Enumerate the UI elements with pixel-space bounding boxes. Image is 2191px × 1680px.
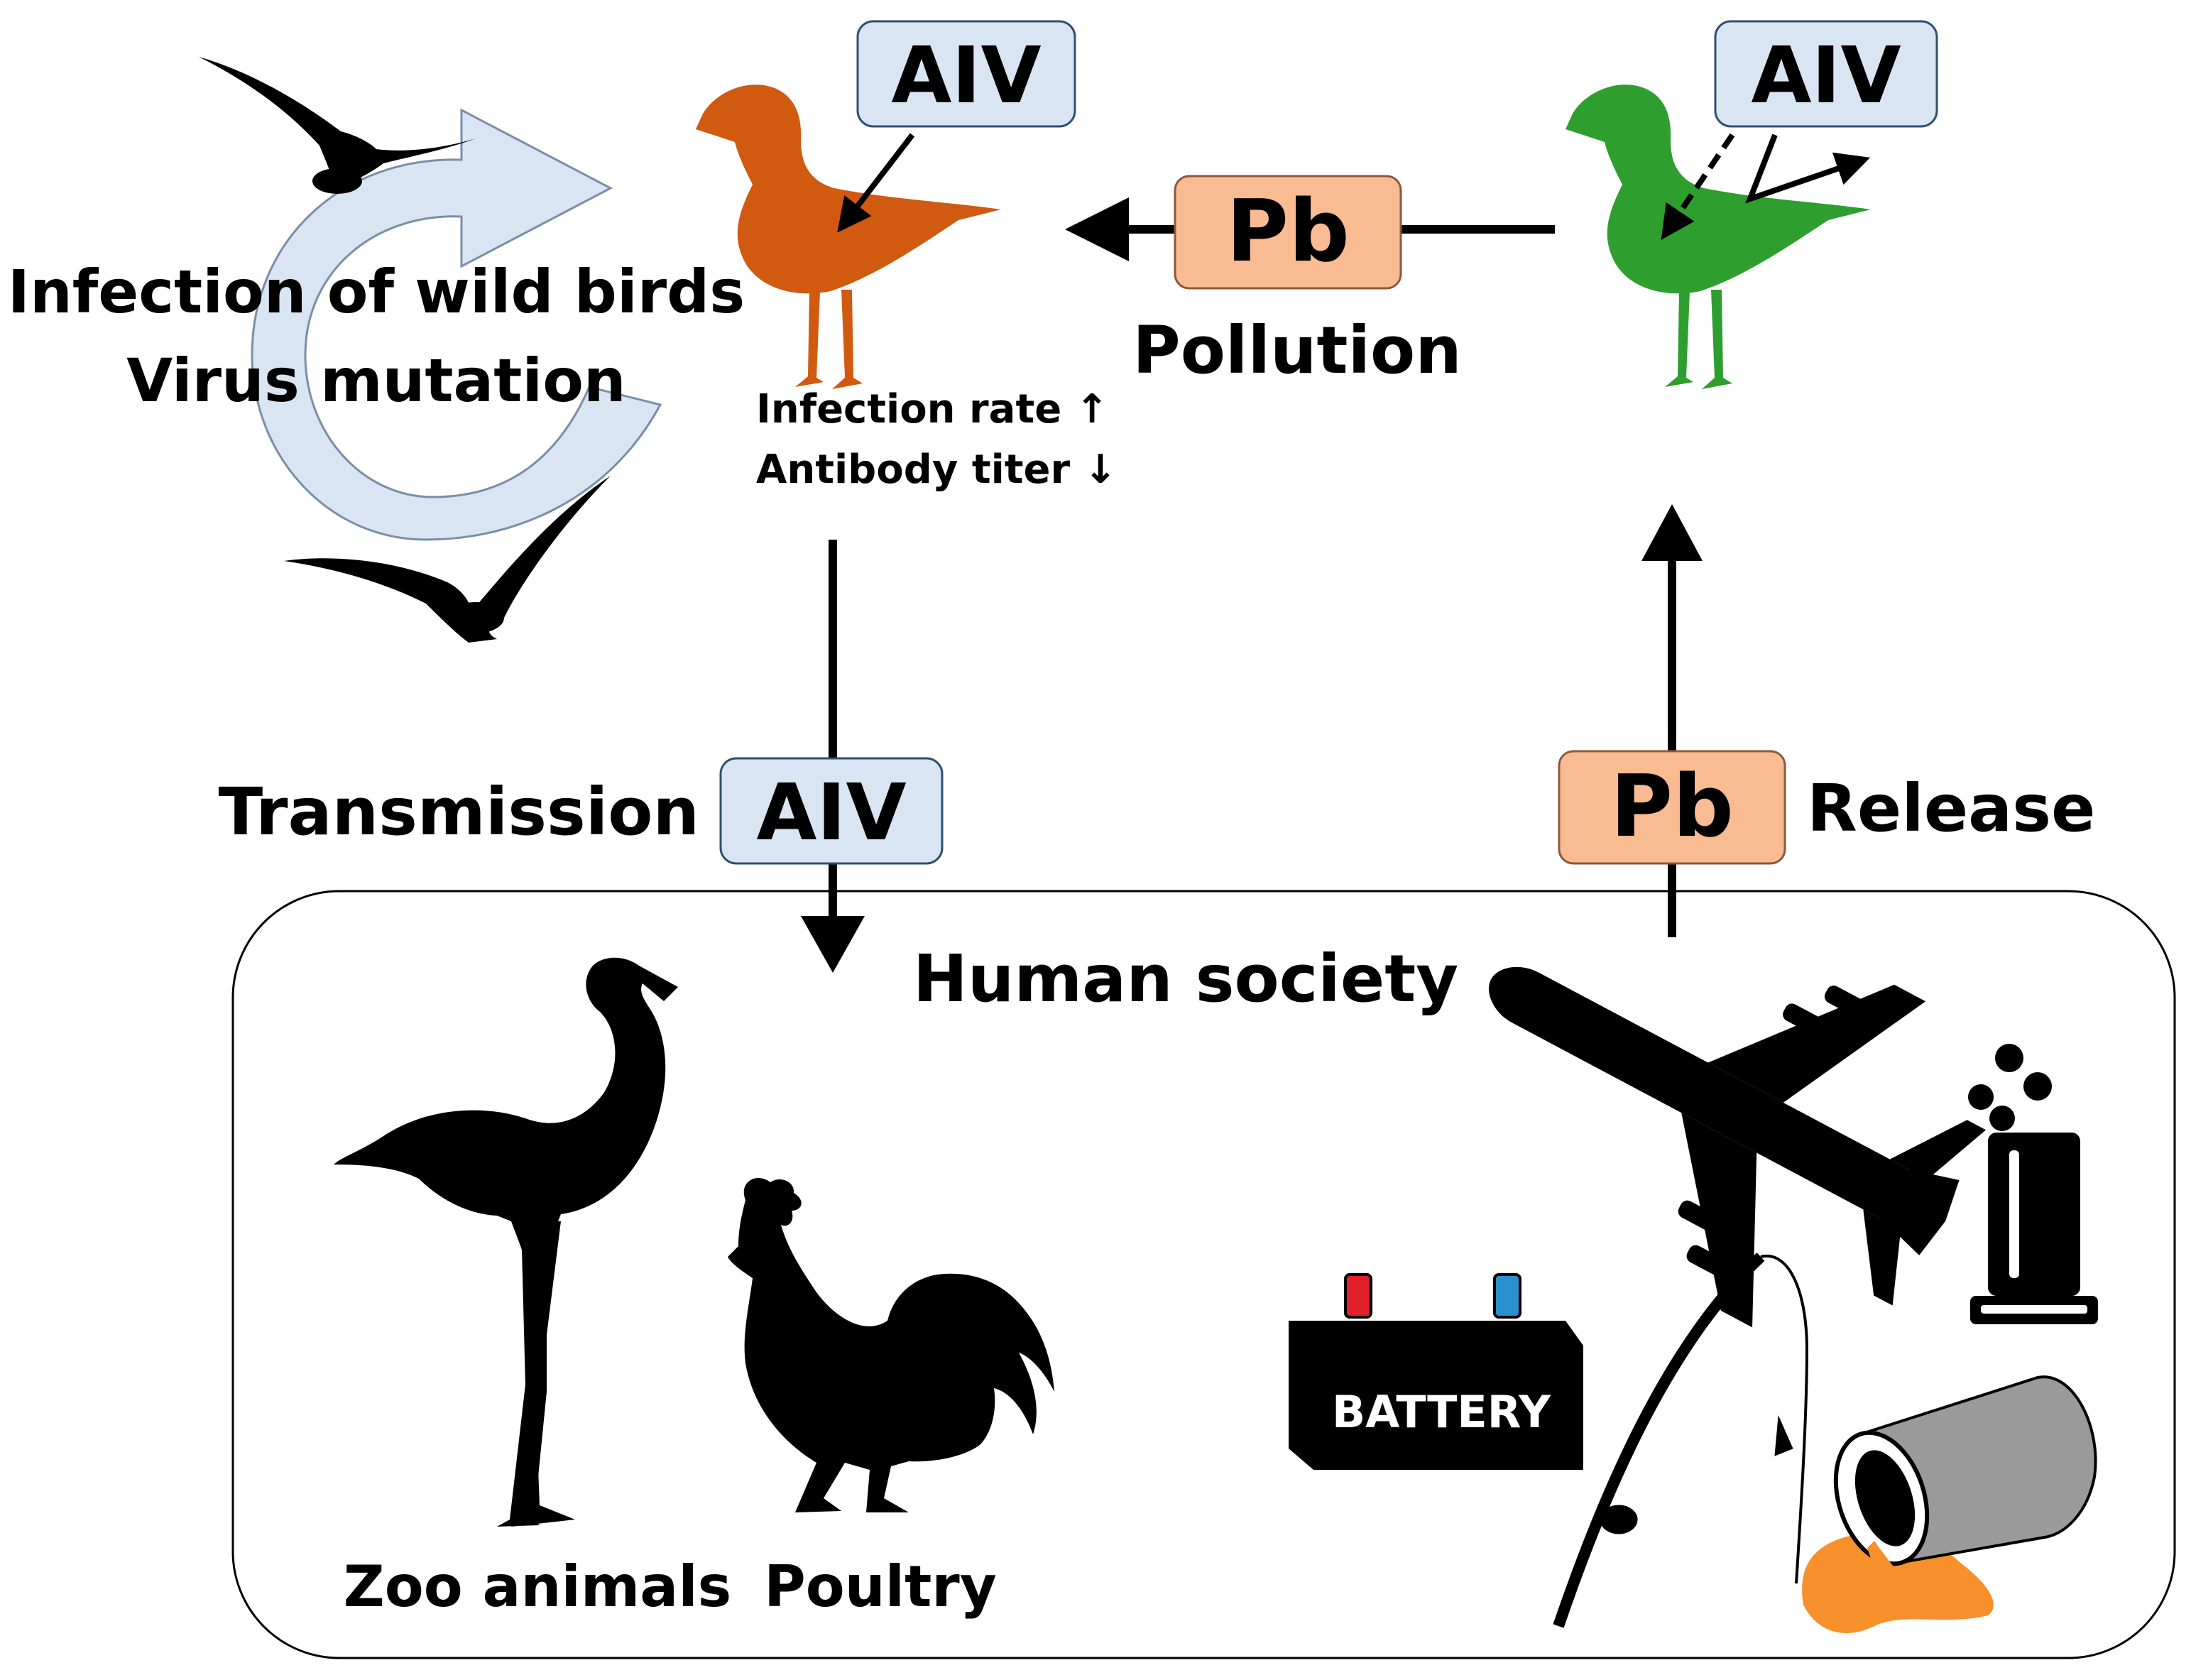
infection-rate-text: Infection rate ↑ <box>756 386 1109 432</box>
rooster-icon <box>728 1178 1054 1512</box>
pollution-arrowhead <box>1065 197 1129 261</box>
transmission-arrowhead <box>801 916 865 973</box>
zoo-animals-label: Zoo animals <box>344 1554 732 1620</box>
wild-birds-infection-text: Infection of wild birds <box>8 257 745 327</box>
flying-bird-icon <box>199 57 476 194</box>
poultry-label: Poultry <box>764 1554 997 1620</box>
human-society-title: Human society <box>913 941 1458 1017</box>
flying-bird-icon <box>284 476 611 643</box>
battery-label: BATTERY <box>1332 1386 1551 1438</box>
healthy-gull-icon <box>1566 84 1871 389</box>
fishing-rod-icon <box>1553 1253 1809 1628</box>
paint-can-icon <box>1802 1375 2097 1633</box>
release-text: Release <box>1807 770 2095 846</box>
flamingo-icon <box>334 957 678 1527</box>
transmission-text: Transmission <box>218 774 699 850</box>
cycle-arrow-icon <box>251 108 662 541</box>
infected-gull-icon <box>696 84 1001 389</box>
virus-mutation-text: Virus mutation <box>126 346 625 415</box>
aiv-box-transmission: AIV <box>719 757 944 865</box>
aiv-blocked-arrow <box>1661 133 1735 240</box>
antibody-titer-text: Antibody titer ↓ <box>756 447 1118 493</box>
chemical-jar-icon <box>1968 1044 2098 1324</box>
human-society-box <box>231 890 2176 1659</box>
pb-box-release: Pb <box>1558 750 1786 865</box>
battery-icon: BATTERY <box>1289 1273 1583 1470</box>
pollution-text: Pollution <box>1132 312 1461 388</box>
aiv-label: AIV <box>891 30 1041 121</box>
aiv-box-top-left: AIV <box>856 20 1076 128</box>
aiv-label: AIV <box>1751 30 1901 121</box>
release-arrowhead <box>1641 504 1703 561</box>
pb-label: Pb <box>1226 182 1350 281</box>
aiv-infection-arrow <box>837 133 915 233</box>
airplane-icon <box>1489 966 1987 1328</box>
pb-box-pollution: Pb <box>1174 175 1402 290</box>
pb-label: Pb <box>1610 758 1734 856</box>
aiv-label: AIV <box>756 767 906 858</box>
aiv-deflected-arrow <box>1745 133 1871 204</box>
aiv-box-top-right: AIV <box>1714 20 1938 128</box>
